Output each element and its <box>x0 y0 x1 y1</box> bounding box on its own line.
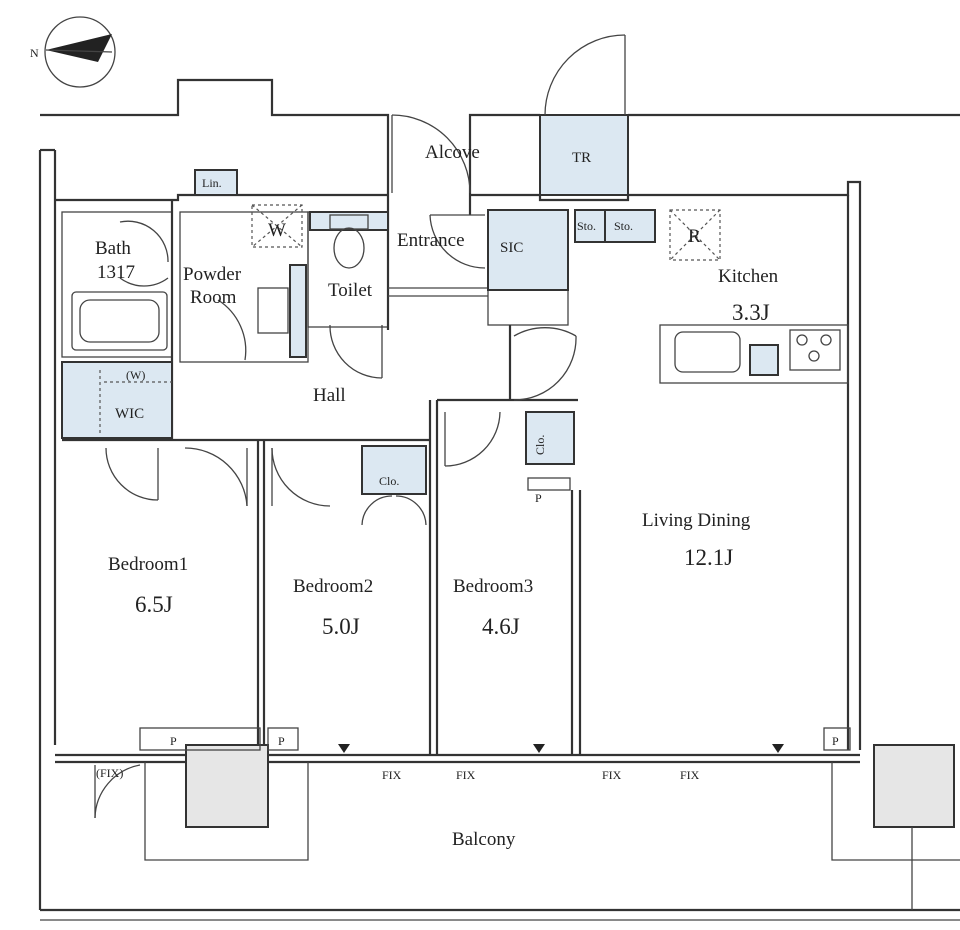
bedroom1-label: Bedroom1 <box>108 554 188 575</box>
sto2-label: Sto. <box>614 219 633 233</box>
kitchen-label: Kitchen <box>718 266 779 287</box>
pipe1-label: P <box>170 734 177 748</box>
powder-room-label-1: Powder <box>183 264 242 285</box>
toilet-fixture <box>329 214 369 269</box>
bedroom2-area: 5.0J <box>322 614 360 639</box>
trunk-room <box>539 114 629 196</box>
bathtub <box>71 291 168 351</box>
outdoor-unit-2 <box>873 744 955 828</box>
storage-blocks <box>61 169 779 495</box>
powder-room-label-2: Room <box>190 287 237 308</box>
toilet-label: Toilet <box>328 280 373 301</box>
bedroom2-label: Bedroom2 <box>293 576 373 597</box>
washer-space <box>251 204 303 248</box>
north-label: N <box>30 46 39 60</box>
kitchen-area: 3.3J <box>732 300 770 325</box>
wic-w-label: (W) <box>126 368 145 382</box>
clo-bed2-label: Clo. <box>379 474 399 488</box>
fix4-label: FIX <box>680 768 700 782</box>
clo-bed3-label: Clo. <box>533 435 547 455</box>
alcove-label: Alcove <box>425 142 480 163</box>
kitchen-counter <box>659 324 849 384</box>
door-swings <box>94 214 577 819</box>
vanity <box>257 287 289 334</box>
wic-label: WIC <box>115 406 144 422</box>
pipe3-label: P <box>832 734 839 748</box>
fridge-label: R <box>688 226 701 247</box>
bedroom1-area: 6.5J <box>135 592 173 617</box>
outdoor-unit-1 <box>185 744 269 828</box>
living-dining-area: 12.1J <box>684 545 733 570</box>
washer-label: W <box>268 220 286 241</box>
alcove-door <box>391 114 471 194</box>
fridge-space <box>669 209 721 261</box>
tr-door <box>544 34 626 116</box>
exterior-walls <box>38 78 960 921</box>
living-dining-label: Living Dining <box>642 510 751 531</box>
bedroom3-area: 4.6J <box>482 614 520 639</box>
fix1-label: FIX <box>382 768 402 782</box>
bath-size: 1317 <box>97 262 135 283</box>
balcony-structure <box>55 477 960 910</box>
fix-paren-label: (FIX) <box>96 766 123 780</box>
pipe2-label: P <box>278 734 285 748</box>
fix3-label: FIX <box>602 768 622 782</box>
compass-icon: N <box>30 16 116 88</box>
hall-label: Hall <box>313 385 346 406</box>
entrance-label: Entrance <box>397 230 465 251</box>
fix2-label: FIX <box>456 768 476 782</box>
bath-label: Bath <box>95 238 131 259</box>
sic-label: SIC <box>500 240 523 256</box>
tr-label: TR <box>572 150 591 166</box>
pipe-bed3-label: P <box>535 491 542 505</box>
bedroom3-label: Bedroom3 <box>453 576 533 597</box>
balcony-label: Balcony <box>452 829 516 850</box>
lin-label: Lin. <box>202 176 222 190</box>
sto1-label: Sto. <box>577 219 596 233</box>
